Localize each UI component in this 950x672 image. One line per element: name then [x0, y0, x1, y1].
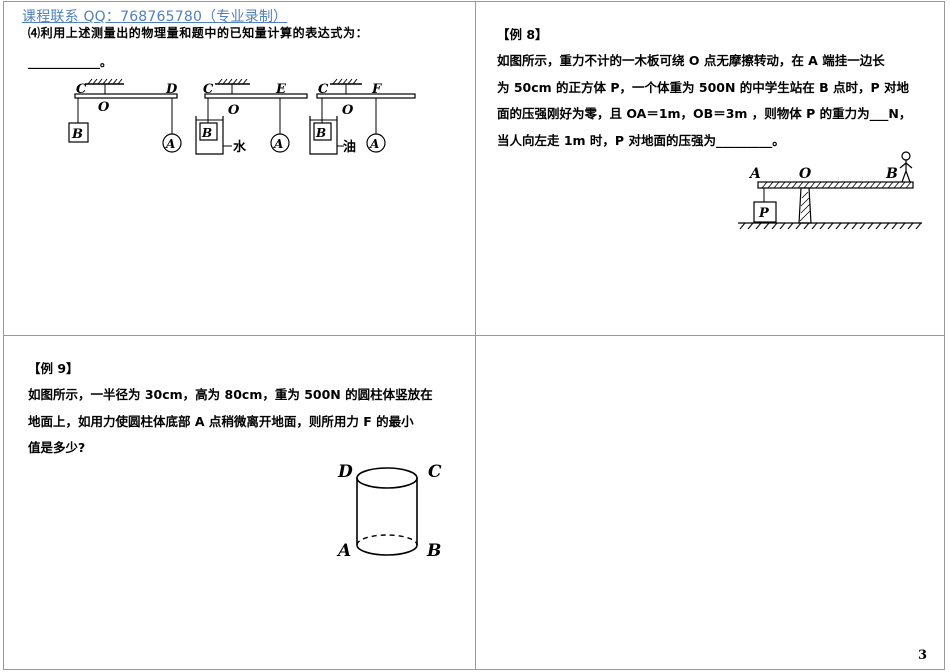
example-8-body: 如图所示，重力不计的一木板可绕 O 点无摩擦转动，在 A 端挂一边长 为 50c… [497, 48, 927, 154]
cylinder-top [356, 467, 418, 489]
page-number: 3 [918, 648, 928, 663]
example-9-line: 地面上，如用力使圆柱体底部 A 点稍微离开地面，则所用力 F 的最小 [28, 413, 414, 429]
block-b [313, 122, 332, 141]
water-container [195, 116, 224, 155]
example-8-title: 【例 8】 [497, 27, 548, 42]
example-9-title: 【例 9】 [28, 361, 79, 376]
spring-scale-a [270, 133, 290, 153]
cylinder-bottom-front [356, 544, 418, 556]
label-o: O [98, 100, 110, 115]
label-a: A [165, 137, 175, 151]
question-4-answer-blank: ____________。 [28, 55, 113, 69]
spring-scale-a [366, 133, 386, 153]
label-a: A [748, 166, 761, 182]
label-f: F [371, 82, 382, 97]
label-a: A [336, 541, 351, 561]
example-8-line: 面的压强刚好为零，且 OA＝1m，OB＝3m ，则物体 P 的重力为___N， [497, 106, 912, 121]
label-b: B [426, 541, 441, 561]
example-9-line: 如图所示，一半径为 30cm，高为 80cm，重为 500N 的圆柱体竖放在 [28, 387, 433, 402]
label-e: E [275, 82, 287, 97]
example-8-line: 如图所示，重力不计的一木板可绕 O 点无摩擦转动，在 A 端挂一边长 [497, 53, 885, 68]
label-c: C [428, 462, 442, 482]
label-b: B [885, 166, 898, 182]
label-o: O [228, 103, 240, 118]
label-c: C [318, 82, 329, 97]
spring-scale-a [162, 133, 182, 153]
lever-diagram-set: C O D B A C O E B 水 A [68, 78, 416, 155]
plank [757, 181, 914, 189]
label-water: 水 [233, 139, 247, 155]
stick-figure-student [899, 151, 913, 183]
label-a: A [369, 137, 379, 151]
example-8-line: 为 50cm 的正方体 P，一个体重为 500N 的中学生站在 B 点时，P 对… [497, 79, 910, 95]
label-d: D [337, 462, 353, 482]
block-b [68, 122, 89, 143]
cylinder-diagram: D C A B [336, 462, 442, 561]
horizontal-divider [3, 335, 945, 336]
lever-diagram-2: C O E B 水 A [195, 78, 308, 155]
label-c: C [203, 82, 214, 97]
label-oil: 油 [343, 139, 356, 155]
label-d: D [165, 82, 178, 97]
label-b: B [71, 127, 83, 142]
label-c: C [76, 82, 87, 97]
plank-pivot-diagram: P A O B [738, 151, 922, 230]
cylinder-bottom-back [356, 534, 418, 546]
example-9-line: 值是多少? [28, 440, 86, 455]
example-8-line: 当人向左走 1m 时，P 对地面的压强为_________。 [497, 132, 785, 148]
example-9-body: 如图所示，一半径为 30cm，高为 80cm，重为 500N 的圆柱体竖放在 地… [28, 382, 458, 462]
label-b: B [315, 126, 326, 140]
label-b: B [201, 126, 212, 140]
label-o: O [799, 166, 812, 182]
oil-container [309, 116, 338, 155]
label-a: A [273, 137, 283, 151]
question-4-text: ⑷利用上述测量出的物理量和题中的已知量计算的表达式为： [28, 26, 369, 40]
lever-diagram-1: C O D B A [68, 78, 182, 153]
lever-diagram-3: C O F B 油 A [309, 78, 416, 155]
label-p: P [758, 206, 770, 221]
block-b [199, 122, 218, 141]
contact-watermark[interactable]: 课程联系 QQ：768765780（专业录制） [22, 9, 288, 25]
label-o: O [342, 103, 354, 118]
cube-p [753, 201, 777, 223]
pivot-support [798, 187, 812, 224]
